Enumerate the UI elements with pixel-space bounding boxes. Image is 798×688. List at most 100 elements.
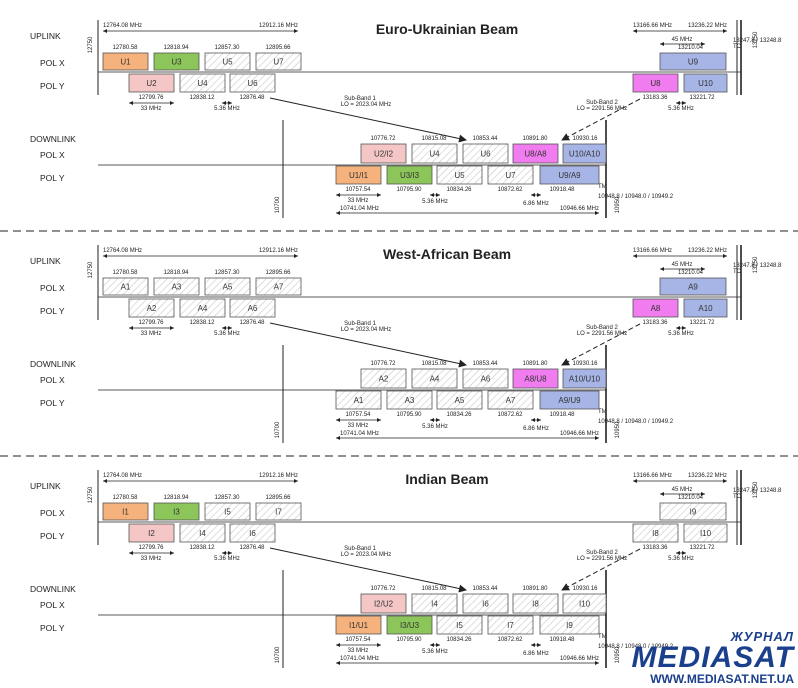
freq-label: 33 MHz xyxy=(348,648,369,654)
subband1-label: Sub-Band 1 xyxy=(344,546,376,552)
freq-label: 6.86 MHz xyxy=(523,651,549,657)
subband2-arrow xyxy=(561,548,641,591)
subband1-arrow xyxy=(269,322,467,368)
uplink-poly-channel xyxy=(179,298,226,318)
uplink-polx-channel-label: A1 xyxy=(121,283,131,292)
uplink-span-left-tip-left xyxy=(103,29,107,33)
uplink-polx-channel-label: U3 xyxy=(171,58,182,67)
uplink-polx-channel-label: U5 xyxy=(222,58,233,67)
uplink-poly-channel-label: U6 xyxy=(247,79,258,88)
freq-label: 10741.04 MHz xyxy=(340,656,379,662)
freq-label: 12912.16 MHz xyxy=(259,248,298,254)
uplink-poly-channel-label: A10 xyxy=(698,304,713,313)
freq-label: 13221.72 xyxy=(689,95,715,101)
tc-tiny: 13247.8 / 13248.8 xyxy=(733,488,782,494)
freq-label: 12912.16 MHz xyxy=(259,473,298,479)
spacing-dim-tip-right xyxy=(537,418,541,422)
freq-label: 10872.62 xyxy=(497,412,523,418)
subband2-arrow xyxy=(561,323,641,366)
uplink-poly-channel-label: I2 xyxy=(148,529,155,538)
downlink-polx-channel-label: I4 xyxy=(431,600,438,609)
downlink-poly-channel-label: U7 xyxy=(505,171,516,180)
downlink-polx-channel xyxy=(462,368,509,389)
freq-label: 13166.66 MHz xyxy=(633,473,672,479)
subband1-arrow xyxy=(269,97,467,143)
edge-label: 10700 xyxy=(275,646,281,663)
uplink-label: UPLINK xyxy=(30,256,61,266)
uplink-polx-channel xyxy=(102,277,149,296)
downlink-poly-channel xyxy=(436,615,483,635)
uplink-poly-channel-label: I4 xyxy=(199,529,206,538)
freq-label: 10757.54 xyxy=(345,412,371,418)
brand-url[interactable]: WWW.MEDIASAT.NET.UA xyxy=(650,672,794,686)
freq-label: 13210.04 xyxy=(678,270,704,276)
uplink-polx-channel-label: U7 xyxy=(273,58,284,67)
uplink-polx-channel-label: A5 xyxy=(223,283,233,292)
edge-label: 12750 xyxy=(88,261,94,278)
spacing-dim-tip-left xyxy=(676,326,680,330)
downlink-polx-channel xyxy=(360,368,407,389)
freq-label: 12876.48 xyxy=(239,320,265,326)
uplink-polx-channel xyxy=(204,502,251,521)
edge-label: 10950 xyxy=(615,646,621,663)
freq-label: 12838.12 xyxy=(189,320,215,326)
uplink-poly-channel-label: A4 xyxy=(198,304,208,313)
subband1-label: Sub-Band 1 xyxy=(344,96,376,102)
downlink-poly-channel xyxy=(487,615,534,635)
edge-label: 10700 xyxy=(275,421,281,438)
freq-label: 45 MHz xyxy=(672,262,693,268)
uplink-poly-channel-label: A6 xyxy=(248,304,258,313)
polx-label: POL X xyxy=(40,600,65,610)
spacing-dim-tip-left xyxy=(430,418,434,422)
spacing-dim-tip-right xyxy=(436,418,440,422)
uplink-polx-channel xyxy=(102,52,149,71)
downlink-polx-channel xyxy=(411,368,458,389)
downlink-polx-channel xyxy=(512,593,559,614)
bandwidth-dim-tip-right xyxy=(170,551,174,555)
downlink-poly-channel-label: I3/U3 xyxy=(400,621,420,630)
downlink-poly-channel xyxy=(539,615,600,635)
uplink-poly-channel-label: I6 xyxy=(249,529,256,538)
bandwidth-dim-tip-right xyxy=(170,326,174,330)
uplink-polx-channel-label: A7 xyxy=(274,283,284,292)
tc-tiny: 13247.8 / 13248.8 xyxy=(733,38,782,44)
freq-label: 10891.80 xyxy=(522,361,548,367)
poly-label: POL Y xyxy=(40,531,65,541)
freq-label: 10757.54 xyxy=(345,637,371,643)
freq-label: 10918.48 xyxy=(549,412,575,418)
uplink-polx-channel xyxy=(153,52,200,71)
freq-label: 13166.66 MHz xyxy=(633,248,672,254)
beam-title: Euro-Ukrainian Beam xyxy=(376,21,518,37)
downlink-poly-channel xyxy=(335,615,382,635)
downlink-poly-channel-label: U9/A9 xyxy=(558,171,581,180)
freq-label: 33 MHz xyxy=(348,198,369,204)
uplink-span-right-tip-right xyxy=(723,254,727,258)
downlink-polx-channel xyxy=(360,143,407,164)
freq-label: 5.36 MHz xyxy=(668,331,694,337)
spacing-dim-tip-left xyxy=(222,551,226,555)
freq-label: 5.36 MHz xyxy=(214,106,240,112)
downlink-span-tip-right xyxy=(595,436,599,440)
freq-label: 12764.08 MHz xyxy=(103,248,142,254)
bandwidth-dim-tip-left xyxy=(336,643,340,647)
uplink-span-right-tip-right xyxy=(723,29,727,33)
uplink-poly-channel-label: U2 xyxy=(146,79,157,88)
freq-label: 12780.58 xyxy=(112,45,138,51)
freq-label: 12818.94 xyxy=(163,495,189,501)
uplink-polx-channel xyxy=(659,277,727,296)
downlink-poly-channel-label: I7 xyxy=(507,621,514,630)
freq-label: 13236.22 MHz xyxy=(688,248,727,254)
freq-label: 10946.66 MHz xyxy=(560,431,599,437)
uplink-poly-channel xyxy=(632,73,679,93)
spacing-dim-tip-left xyxy=(222,326,226,330)
edge-label: 13250 xyxy=(753,31,759,48)
uplink-label: UPLINK xyxy=(30,31,61,41)
freq-label: 13210.04 xyxy=(678,495,704,501)
poly-label: POL Y xyxy=(40,81,65,91)
freq-label: 10853.44 xyxy=(472,586,498,592)
freq-label: 5.36 MHz xyxy=(668,106,694,112)
freq-label: 10741.04 MHz xyxy=(340,431,379,437)
freq-label: 10815.08 xyxy=(421,361,447,367)
freq-label: 13166.66 MHz xyxy=(633,23,672,29)
freq-label: 10834.26 xyxy=(446,412,472,418)
